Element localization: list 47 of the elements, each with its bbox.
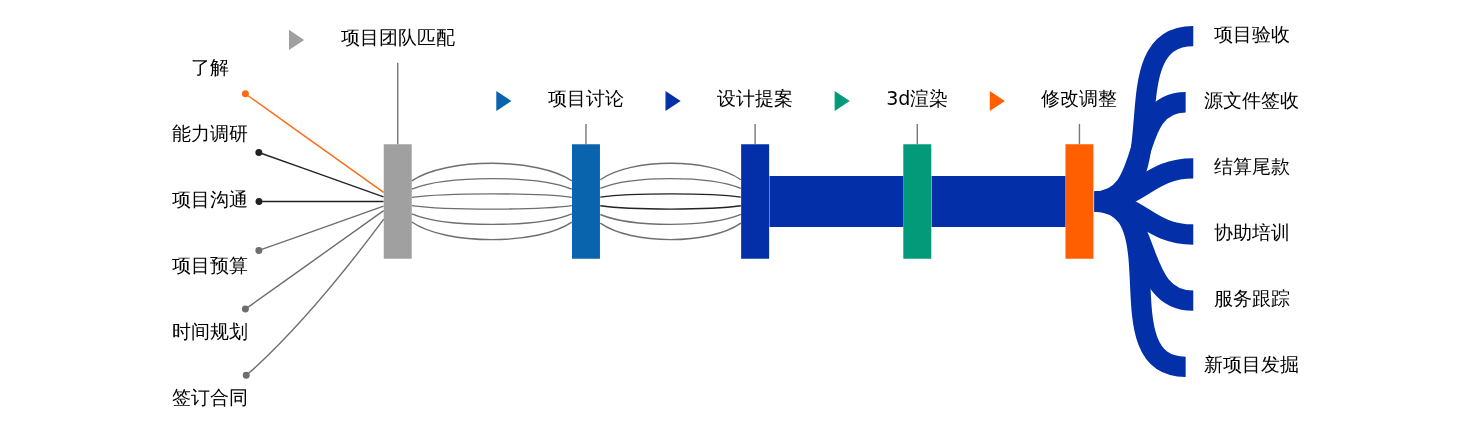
node-text: 修改调整 xyxy=(1040,87,1117,110)
node-text: 项目团队匹配 xyxy=(340,26,455,49)
node-text: 签订合同 xyxy=(171,386,248,409)
connector xyxy=(410,204,573,210)
connector xyxy=(255,197,384,205)
connector xyxy=(410,177,573,190)
node-bar xyxy=(383,144,412,259)
connector xyxy=(599,162,742,181)
node-text: 结算尾款 xyxy=(1213,154,1290,177)
connector xyxy=(242,218,384,379)
connector xyxy=(931,176,1065,227)
connector xyxy=(410,221,573,241)
connector xyxy=(584,123,587,145)
connector xyxy=(599,213,742,226)
node-text: 3d渲染 xyxy=(885,87,948,110)
connector xyxy=(599,177,742,190)
connector xyxy=(241,209,384,313)
node-text: 源文件签收 xyxy=(1203,88,1299,111)
connector xyxy=(599,205,742,210)
connector xyxy=(768,176,903,227)
connector xyxy=(396,62,398,145)
node-text: 项目验收 xyxy=(1213,22,1290,45)
node-text: 设计提案 xyxy=(716,87,793,110)
node-text: 项目讨论 xyxy=(547,87,624,110)
connector xyxy=(753,123,756,145)
connector xyxy=(254,148,384,198)
node-bar xyxy=(1064,144,1093,259)
node-bar xyxy=(902,144,931,259)
connector xyxy=(599,193,742,198)
connector xyxy=(410,162,573,182)
node-text: 能力调研 xyxy=(171,121,248,144)
node-text: 新项目发掘 xyxy=(1203,353,1299,376)
node-text: 服务跟踪 xyxy=(1213,287,1290,310)
node-bar xyxy=(571,144,600,259)
connector xyxy=(916,123,918,145)
node-text: 协助培训 xyxy=(1213,220,1290,243)
node-text: 时间规划 xyxy=(171,320,248,343)
node-text: 了解 xyxy=(190,55,229,78)
connector xyxy=(1078,123,1080,145)
connector xyxy=(599,222,742,241)
connector xyxy=(410,193,573,199)
connector xyxy=(241,90,384,193)
node-text: 项目沟通 xyxy=(171,187,248,210)
connector xyxy=(254,205,384,254)
connector xyxy=(410,213,573,226)
node-text: 项目预算 xyxy=(171,254,248,277)
node-bar xyxy=(740,144,769,259)
